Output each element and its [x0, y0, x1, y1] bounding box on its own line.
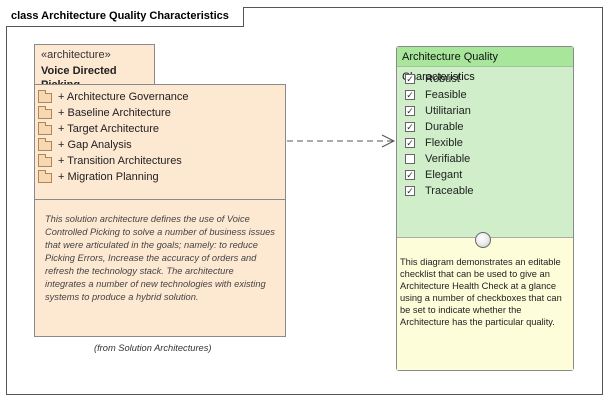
checkbox[interactable]: ✓: [405, 138, 415, 148]
diagram-frame-title: class Architecture Quality Characteristi…: [6, 7, 244, 27]
checklist-item-label: Verifiable: [425, 153, 471, 165]
checkbox[interactable]: ✓: [405, 170, 415, 180]
checklist-item: ✓ Robust: [405, 71, 474, 87]
package-item[interactable]: + Gap Analysis: [38, 137, 189, 153]
checklist-item-label: Traceable: [425, 185, 474, 197]
checklist-item-label: Durable: [425, 121, 464, 133]
folder-icon: [38, 106, 52, 119]
checkbox[interactable]: ✓: [405, 74, 415, 84]
package-item-label: + Target Architecture: [58, 123, 159, 135]
package-tab[interactable]: «architecture» Voice Directed Picking: [34, 44, 155, 91]
folder-icon: [38, 154, 52, 167]
checklist-item: Verifiable: [405, 151, 474, 167]
checklist-item: ✓ Flexible: [405, 135, 474, 151]
checklist-item-label: Flexible: [425, 137, 463, 149]
package-notes: This solution architecture defines the u…: [45, 214, 275, 302]
checkbox[interactable]: ✓: [405, 106, 415, 116]
checklist-note[interactable]: This diagram demonstrates an editable ch…: [397, 237, 573, 370]
package-item[interactable]: + Architecture Governance: [38, 89, 189, 105]
architecture-package[interactable]: + Architecture Governance + Baseline Arc…: [34, 84, 286, 337]
package-item[interactable]: + Target Architecture: [38, 121, 189, 137]
package-divider: [35, 199, 285, 200]
package-item[interactable]: + Transition Architectures: [38, 153, 189, 169]
checkbox[interactable]: [405, 154, 415, 164]
folder-icon: [38, 90, 52, 103]
checklist-item-label: Robust: [425, 73, 460, 85]
checklist-title: Architecture Quality Characteristics: [397, 47, 573, 83]
checkbox[interactable]: ✓: [405, 90, 415, 100]
checklist-item-label: Elegant: [425, 169, 463, 181]
checklist-item: ✓ Utilitarian: [405, 103, 474, 119]
checklist-item: ✓ Durable: [405, 119, 474, 135]
package-item-label: + Migration Planning: [58, 171, 159, 183]
checklist-element[interactable]: Architecture Quality Characteristics ✓ R…: [396, 46, 574, 371]
checklist-items: ✓ Robust ✓ Feasible ✓ Utilitarian ✓ Dura…: [405, 71, 474, 199]
diagram-frame: [6, 7, 603, 395]
checklist-item: ✓ Traceable: [405, 183, 474, 199]
checkbox[interactable]: ✓: [405, 186, 415, 196]
checklist-item: ✓ Feasible: [405, 87, 474, 103]
package-item-label: + Baseline Architecture: [58, 107, 171, 119]
package-item[interactable]: + Migration Planning: [38, 169, 189, 185]
package-item-list: + Architecture Governance + Baseline Arc…: [38, 87, 189, 185]
package-item-label: + Architecture Governance: [58, 91, 189, 103]
package-item[interactable]: + Baseline Architecture: [38, 105, 189, 121]
folder-icon: [38, 122, 52, 135]
checkbox[interactable]: ✓: [405, 122, 415, 132]
package-stereotype: «architecture»: [41, 49, 111, 61]
checklist-item-label: Feasible: [425, 89, 467, 101]
folder-icon: [38, 138, 52, 151]
checklist-note-text: This diagram demonstrates an editable ch…: [400, 257, 562, 327]
package-item-label: + Transition Architectures: [58, 155, 182, 167]
package-item-label: + Gap Analysis: [58, 139, 132, 151]
checklist-item: ✓ Elegant: [405, 167, 474, 183]
folder-icon: [38, 170, 52, 183]
resize-handle-icon[interactable]: [475, 232, 491, 248]
checklist-item-label: Utilitarian: [425, 105, 471, 117]
package-source-label: (from Solution Architectures): [94, 343, 212, 353]
